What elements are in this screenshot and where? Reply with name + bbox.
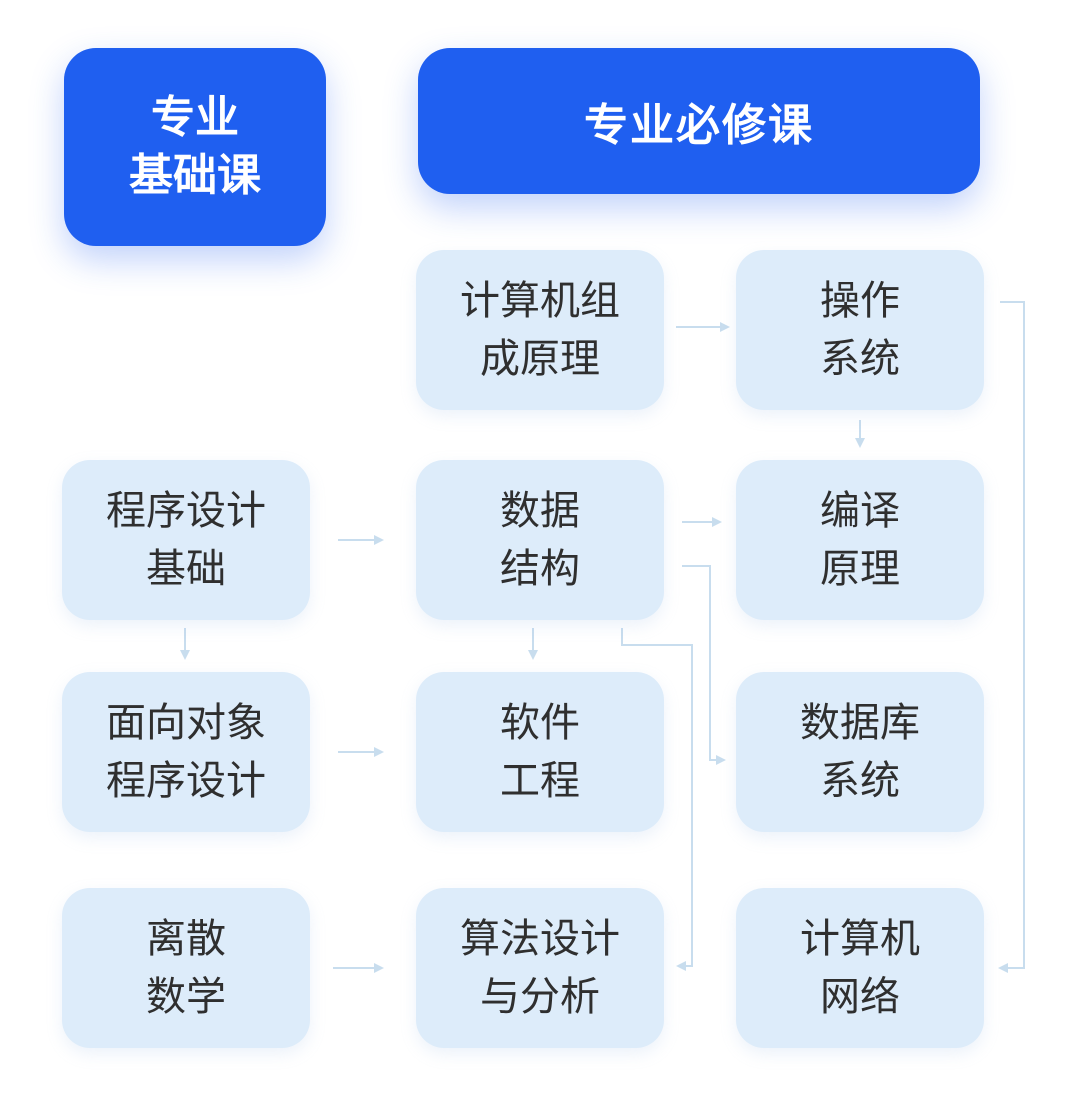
course-algorithm-design-line1: 算法设计 <box>460 916 620 962</box>
course-programming-basics-line2: 基础 <box>146 546 226 592</box>
course-software-engineering-line1: 软件 <box>500 700 580 746</box>
course-compiler-principles-line1: 编译 <box>820 488 900 534</box>
arrowhead-software-engineering-left <box>374 747 384 757</box>
course-oop-line2: 程序设计 <box>106 758 266 804</box>
course-data-structures-line1: 数据 <box>500 488 580 534</box>
course-database-systems-line2: 系统 <box>820 758 900 804</box>
course-computer-organization: 计算机组 成原理 <box>416 250 664 410</box>
course-computer-organization-line1: 计算机组 <box>460 278 620 324</box>
course-oop: 面向对象 程序设计 <box>62 672 310 832</box>
header-professional-foundation-line1: 专业 <box>151 92 239 143</box>
connector-data-structures-to-database-systems <box>682 565 718 761</box>
arrowhead-compiler-principles-left <box>712 517 722 527</box>
course-operating-system: 操作 系统 <box>736 250 984 410</box>
arrowhead-software-engineering-top <box>528 650 538 660</box>
course-compiler-principles-line2: 原理 <box>820 546 900 592</box>
course-programming-basics-line1: 程序设计 <box>106 488 266 534</box>
course-discrete-math: 离散 数学 <box>62 888 310 1048</box>
arrowhead-compiler-principles-top <box>855 438 865 448</box>
course-data-structures-line2: 结构 <box>500 546 580 592</box>
header-professional-foundation: 专业 基础课 <box>64 48 326 246</box>
connector-operating-system-to-computer-networks <box>1000 301 1025 969</box>
arrowhead-oop <box>180 650 190 660</box>
course-programming-basics: 程序设计 基础 <box>62 460 310 620</box>
course-operating-system-line2: 系统 <box>820 336 900 382</box>
header-professional-foundation-line2: 基础课 <box>129 150 261 201</box>
course-discrete-math-line1: 离散 <box>146 916 226 962</box>
arrowhead-algorithm-design-left <box>374 963 384 973</box>
arrowhead-computer-networks <box>998 963 1008 973</box>
course-operating-system-line1: 操作 <box>820 278 900 324</box>
header-professional-required: 专业必修课 <box>418 48 980 194</box>
arrowhead-data-structures <box>374 535 384 545</box>
course-compiler-principles: 编译 原理 <box>736 460 984 620</box>
course-discrete-math-line2: 数学 <box>146 974 226 1020</box>
course-computer-networks-line1: 计算机 <box>800 916 920 962</box>
course-database-systems-line1: 数据库 <box>800 700 920 746</box>
arrowhead-algorithm-design-right <box>676 961 686 971</box>
course-computer-networks-line2: 网络 <box>820 974 900 1020</box>
course-software-engineering-line2: 工程 <box>500 758 580 804</box>
course-software-engineering: 软件 工程 <box>416 672 664 832</box>
arrowhead-database-systems <box>716 755 726 765</box>
course-algorithm-design-line2: 与分析 <box>480 974 600 1020</box>
course-computer-organization-line2: 成原理 <box>480 336 600 382</box>
course-data-structures: 数据 结构 <box>416 460 664 620</box>
arrowhead-operating-system <box>720 322 730 332</box>
header-professional-required-label: 专业必修课 <box>584 100 814 151</box>
course-computer-networks: 计算机 网络 <box>736 888 984 1048</box>
course-oop-line1: 面向对象 <box>106 700 266 746</box>
course-database-systems: 数据库 系统 <box>736 672 984 832</box>
course-algorithm-design: 算法设计 与分析 <box>416 888 664 1048</box>
